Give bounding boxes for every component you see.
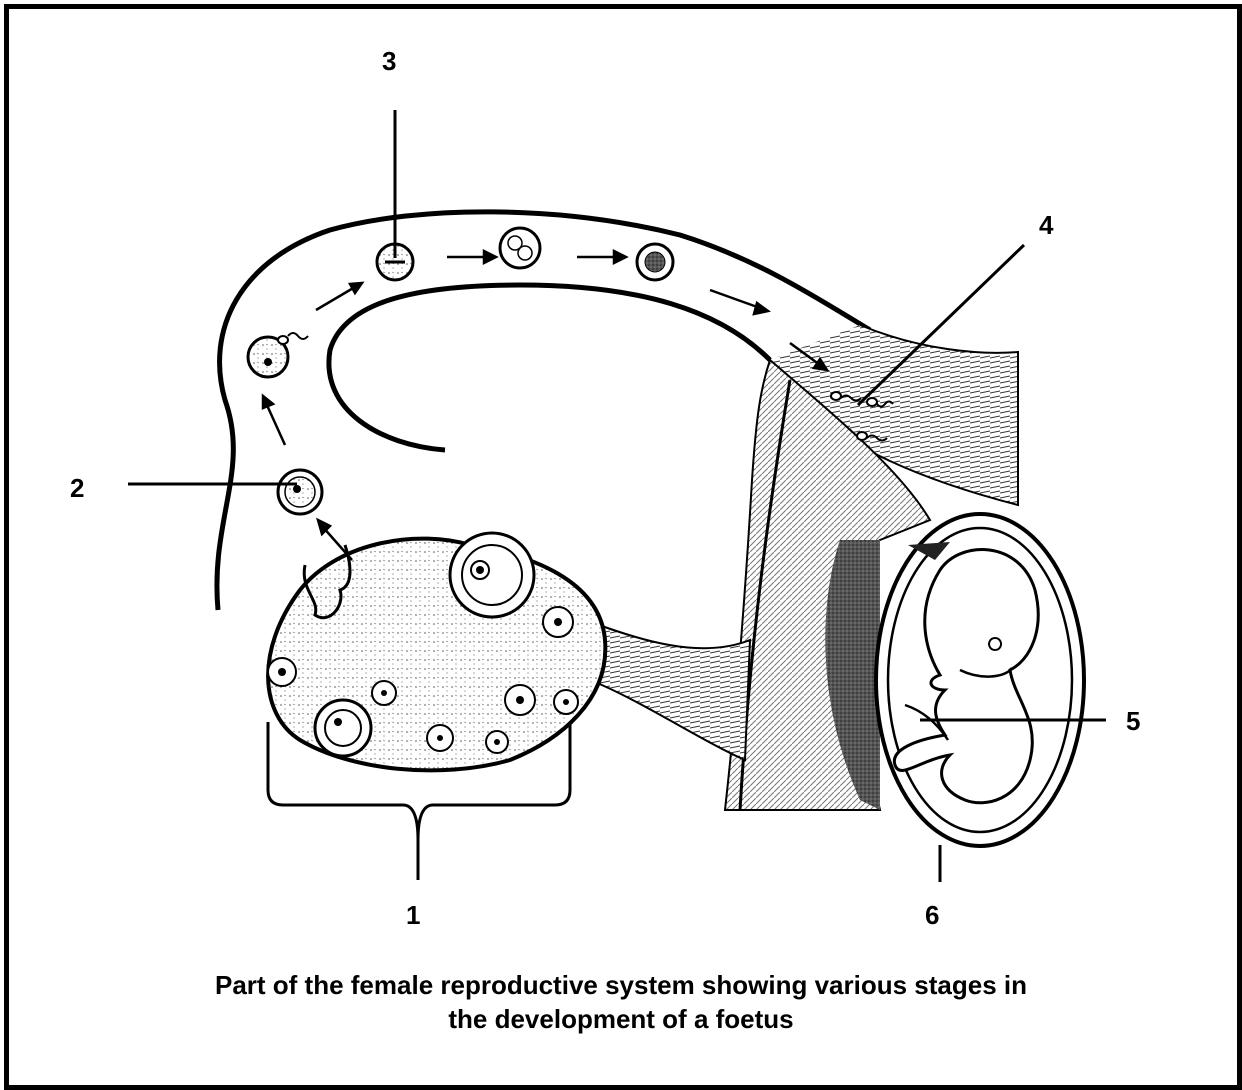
caption-line-1: Part of the female reproductive system s… xyxy=(0,968,1242,1002)
label-2: 2 xyxy=(70,475,84,501)
movement-arrows xyxy=(263,251,827,560)
label-3: 3 xyxy=(382,48,396,74)
ovarian-ligament xyxy=(585,620,750,760)
two-cell-stage xyxy=(500,228,540,268)
ovary xyxy=(268,533,605,770)
label-6: 6 xyxy=(925,902,939,928)
ovum-released xyxy=(278,470,322,514)
oviduct xyxy=(217,212,1018,610)
label-4: 4 xyxy=(1039,212,1053,238)
ovum-with-sperm xyxy=(248,333,308,377)
figure-caption: Part of the female reproductive system s… xyxy=(0,968,1242,1036)
label-5: 5 xyxy=(1126,708,1140,734)
morula xyxy=(637,244,673,280)
caption-line-2: the development of a foetus xyxy=(0,1002,1242,1036)
label-1: 1 xyxy=(406,902,420,928)
